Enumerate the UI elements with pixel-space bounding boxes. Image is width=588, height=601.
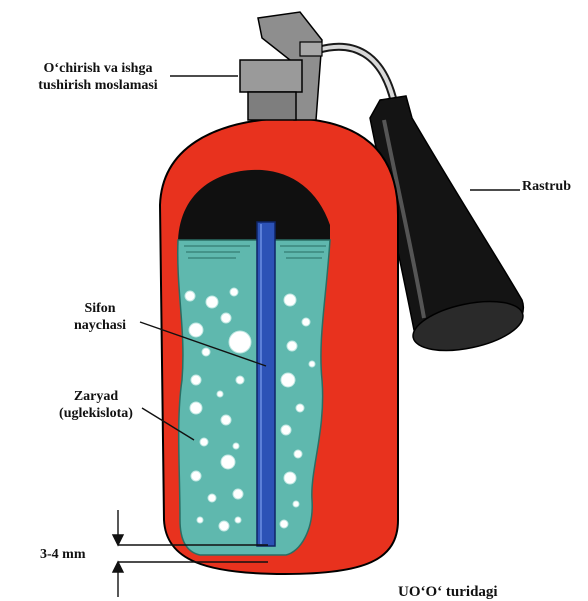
label-control-device-line1: O‘chirish va ishga — [18, 60, 178, 77]
valve-body — [240, 60, 302, 92]
label-control-device: O‘chirish va ishga tushirish moslamasi — [18, 60, 178, 94]
label-horn: Rastrub — [522, 178, 571, 195]
label-charge-line2: (uglekislota) — [44, 405, 148, 422]
liquid-charge — [178, 240, 330, 555]
siphon-tube — [257, 222, 275, 546]
label-charge-line1: Zaryad — [44, 388, 148, 405]
hose-highlight — [318, 47, 394, 102]
label-gap: 3-4 mm — [40, 546, 86, 563]
label-siphon-line2: naychasi — [56, 317, 144, 334]
caption-partial: UO‘O‘ turidagi — [398, 584, 498, 601]
gap-dimension-arrows — [113, 510, 123, 597]
valve-neck — [248, 92, 296, 120]
label-siphon: Sifon naychasi — [56, 300, 144, 334]
label-charge: Zaryad (uglekislota) — [44, 388, 148, 422]
valve-outlet — [300, 42, 322, 56]
label-control-device-line2: tushirish moslamasi — [18, 77, 178, 94]
label-siphon-line1: Sifon — [56, 300, 144, 317]
